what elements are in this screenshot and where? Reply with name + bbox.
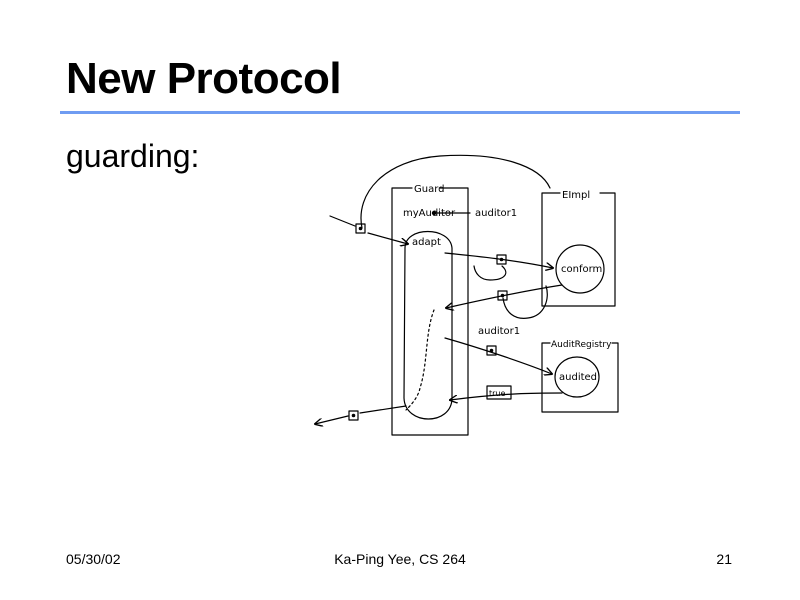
slide-title: New Protocol [66,54,342,103]
my-auditor-dot [431,210,437,216]
adapt-to-audited-arrow [444,337,552,374]
to-adapt-arrow [367,232,408,244]
exit-arrow-tail [315,415,349,424]
audited-circle [554,356,600,398]
footer-author: Ka-Ping Yee, CS 264 [334,551,466,567]
message-square-1 [355,223,366,234]
audited-label: audited [559,372,597,383]
audit-registry-label: AuditRegistry [551,340,612,350]
true-to-adapt-arrow [450,392,563,400]
footer-date: 05/30/02 [66,551,121,567]
true-label: true [489,389,505,398]
dotted-flow-line [405,309,435,411]
footer-page-number: 21 [716,551,732,567]
message-square-4 [486,345,497,356]
eimpl-box [541,192,616,307]
adapt-label: adapt [412,237,441,248]
my-auditor-label: myAuditor [403,208,456,219]
conform-circle [555,244,605,294]
eimpl-label: EImpl [562,190,590,201]
audit-registry-box [541,342,619,413]
true-box [486,385,512,400]
adapt-pill [403,230,453,420]
guard-box [391,187,469,436]
conform-label: conform [561,264,602,275]
guarding-diagram: Guard myAuditor auditor1 EImpl adapt con… [300,154,619,436]
guard-label: Guard [414,184,445,195]
message-square-5 [348,410,359,421]
incoming-arrow [329,215,356,227]
slide-subtitle: guarding: [66,138,200,174]
hook-line [473,265,507,281]
message-square-2 [496,254,507,265]
adapt-to-conform-arrow [444,252,553,268]
conform-to-adapt-arrow [446,284,563,308]
auditor-arg-label: auditor1 [478,326,520,337]
auditor-ref-label: auditor1 [475,208,517,219]
title-underline [60,111,740,114]
message-square-3 [497,290,508,301]
outer-loop-line [360,154,551,229]
loop-down-line [502,285,548,319]
exit-arrow [359,405,407,414]
